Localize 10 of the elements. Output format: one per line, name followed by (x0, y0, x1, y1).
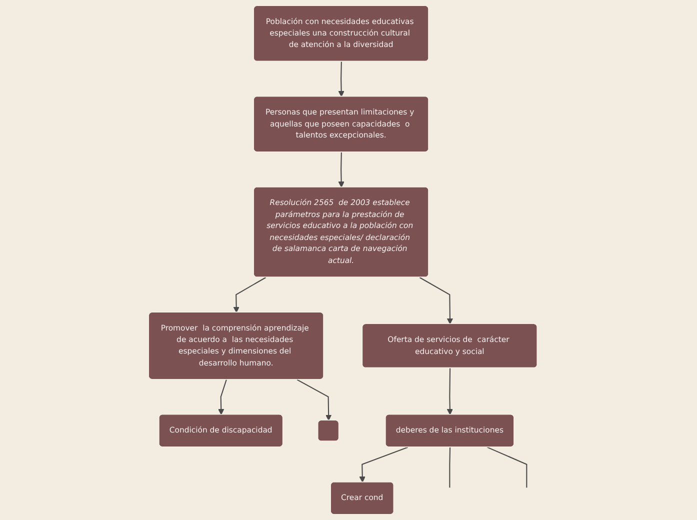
connector (450, 447, 451, 488)
arrow (218, 380, 228, 415)
connector (487, 446, 528, 488)
arrow (234, 277, 266, 313)
arrow (447, 368, 454, 415)
arrow (420, 277, 454, 324)
arrow (338, 62, 345, 97)
arrow (338, 152, 345, 188)
arrow (297, 379, 332, 421)
arrow (360, 446, 408, 482)
